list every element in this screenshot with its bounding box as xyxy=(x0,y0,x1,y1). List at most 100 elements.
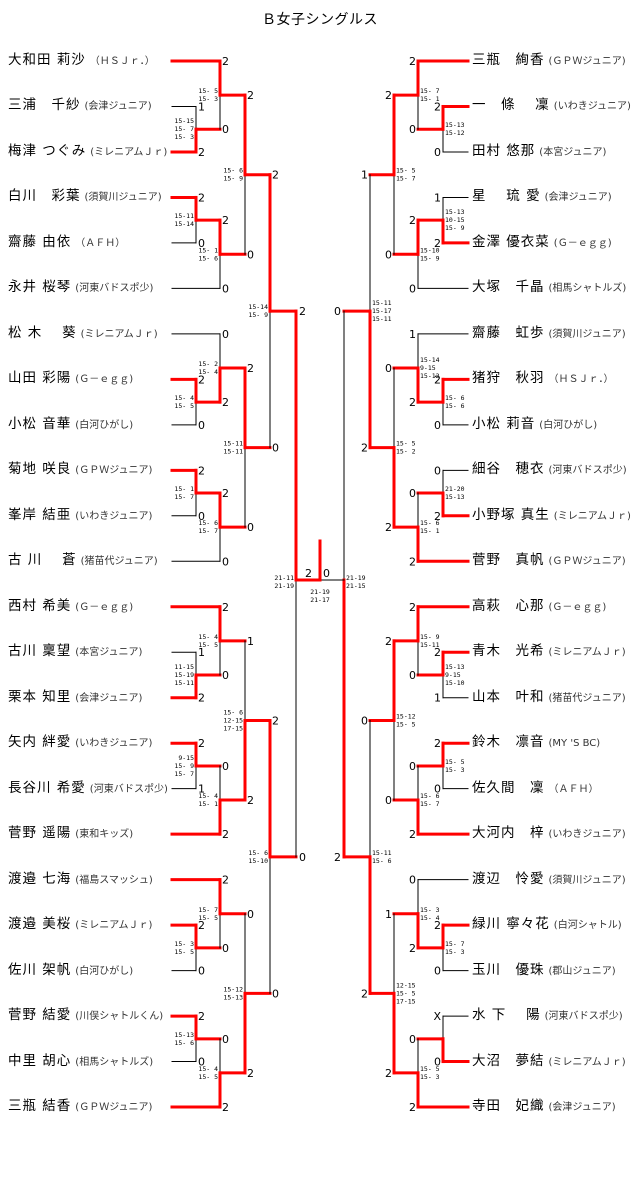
player-name: 長谷川 希愛 xyxy=(8,779,86,796)
player-entry: 玉川 優珠(郡山ジュニア) xyxy=(472,960,640,980)
game-score: 21-17 xyxy=(310,596,330,604)
player-club: (ミレニアムＪｒ) xyxy=(75,920,153,932)
match-score: 2 xyxy=(247,794,254,807)
player-name: 山田 彩陽 xyxy=(8,370,72,387)
match-score: 0 xyxy=(409,487,416,500)
match-score: 0 xyxy=(409,669,416,682)
player-name: 水 下 陽 xyxy=(472,1007,541,1024)
game-score: 15-12 xyxy=(223,985,243,993)
match-score: 0 xyxy=(198,510,205,523)
player-entry: 緑川 寧々花(白河シャトル) xyxy=(472,914,640,934)
game-score: 15- 3 xyxy=(445,948,465,956)
game-score: 15- 5 xyxy=(420,1065,440,1073)
player-entry: 梅津 つぐみ(ミレニアムＪｒ) xyxy=(8,141,168,161)
match-score: 0 xyxy=(272,987,279,1000)
match-score: 2 xyxy=(434,646,441,659)
match-score: 1 xyxy=(361,169,368,182)
player-club: (東和キッズ) xyxy=(75,829,134,841)
player-name: 大塚 千晶 xyxy=(472,279,545,296)
match-score: 1 xyxy=(198,646,205,659)
match-score: 0 xyxy=(247,908,254,921)
player-club: (須賀川ジュニア) xyxy=(548,874,626,886)
player-name: 菅野 結愛 xyxy=(8,1007,72,1024)
player-club: (いわきジュニア) xyxy=(548,829,626,841)
player-name: 山本 叶和 xyxy=(472,688,545,705)
player-entry: 金澤 優衣菜(Ｇ－ｅｇｇ) xyxy=(472,232,640,252)
player-name: 松 木 葵 xyxy=(8,324,77,341)
match-score: 2 xyxy=(385,635,392,648)
game-score: 15-13 xyxy=(445,663,465,671)
match-score: 2 xyxy=(222,601,229,614)
player-entry: 大河内 梓(いわきジュニア) xyxy=(472,823,640,843)
game-score: 15- 1 xyxy=(198,246,218,254)
game-score: 15- 5 xyxy=(198,914,218,922)
player-club: (ＧＰＷジュニア) xyxy=(548,556,626,568)
player-name: 大和田 莉沙 xyxy=(8,52,86,68)
game-score: 15- 9 xyxy=(445,224,465,232)
player-entry: 矢内 絆愛(いわきジュニア) xyxy=(8,732,168,752)
game-score: 15- 4 xyxy=(198,368,218,376)
player-entry: 星 琉 愛(会津ジュニア) xyxy=(472,186,640,206)
game-score: 15- 7 xyxy=(198,527,218,535)
player-entry: 齋藤 由依（ＡＦＨ） xyxy=(8,232,168,252)
player-club: (河東バドスポ少) xyxy=(544,1011,623,1023)
match-score: 0 xyxy=(434,464,441,477)
match-score: 2 xyxy=(222,828,229,841)
game-score: 15- 6 xyxy=(223,708,243,716)
match-score: 2 xyxy=(409,555,416,568)
player-name: 佐川 架帆 xyxy=(8,961,72,978)
player-name: 三瓶 結香 xyxy=(8,1098,72,1115)
game-score: 15-11 xyxy=(420,641,440,649)
match-score: 2 xyxy=(299,305,306,318)
match-score: 2 xyxy=(198,464,205,477)
game-score: 15-12 xyxy=(396,712,416,720)
match-score: 2 xyxy=(385,89,392,102)
match-score: 2 xyxy=(272,714,279,727)
game-score: 15- 5 xyxy=(174,402,194,410)
player-club: (河東バドスポ少) xyxy=(548,465,627,477)
player-club: (会津ジュニア) xyxy=(544,192,612,204)
player-club: (ＧＰＷジュニア) xyxy=(548,56,626,67)
match-score: 2 xyxy=(434,100,441,113)
player-entry: 白川 彩葉(須賀川ジュニア) xyxy=(8,186,168,206)
player-entry: 菊地 咲良(ＧＰＷジュニア) xyxy=(8,459,168,479)
player-club: (ミレニアムＪｒ) xyxy=(548,647,626,659)
player-entry: 菅野 遥陽(東和キッズ) xyxy=(8,823,168,843)
player-entry: 高萩 心那(Ｇ－ｅｇｇ) xyxy=(472,596,640,616)
game-score: 15-10 xyxy=(445,679,465,687)
match-score: 0 xyxy=(385,794,392,807)
player-club: (白河ひがし) xyxy=(75,419,134,431)
game-score: 11-15 xyxy=(174,663,194,671)
match-score: 2 xyxy=(409,214,416,227)
game-score: 15- 6 xyxy=(174,1039,194,1047)
match-score: 0 xyxy=(434,146,441,159)
game-score: 15- 3 xyxy=(174,940,194,948)
game-score: 15-10 xyxy=(248,857,268,865)
match-score: 0 xyxy=(434,783,441,796)
player-club: (猪苗代ジュニア) xyxy=(548,692,626,704)
player-name: 白川 彩葉 xyxy=(8,188,81,205)
player-name: 一 條 凜 xyxy=(472,97,550,114)
player-name: 梅津 つぐみ xyxy=(8,142,87,159)
game-score: 15- 5 xyxy=(396,167,416,175)
player-name: 緑川 寧々花 xyxy=(472,916,550,933)
game-score: 15- 9 xyxy=(248,311,268,319)
match-score: 2 xyxy=(222,396,229,409)
player-entry: 寺田 妃織(会津ジュニア) xyxy=(472,1096,640,1116)
player-club: (ミレニアムＪｒ) xyxy=(553,510,631,522)
player-club: (須賀川ジュニア) xyxy=(84,192,162,204)
game-score: 15- 4 xyxy=(198,1065,218,1073)
player-name: 栗本 知里 xyxy=(8,688,72,705)
match-score: 0 xyxy=(434,965,441,978)
game-score: 15- 6 xyxy=(372,857,392,865)
player-club: (ＧＰＷジュニア) xyxy=(75,1102,153,1114)
player-entry: 佐久間 凜（ＡＦＨ） xyxy=(472,778,640,798)
player-entry: 渡邉 美桜(ミレニアムＪｒ) xyxy=(8,914,168,934)
match-score: 1 xyxy=(385,908,392,921)
match-score: 1 xyxy=(247,635,254,648)
game-score: 15- 9 xyxy=(174,762,194,770)
match-score: 0 xyxy=(222,282,229,295)
match-score: 0 xyxy=(222,555,229,568)
player-name: 菊地 咲良 xyxy=(8,461,72,478)
match-score: 0 xyxy=(409,1033,416,1046)
